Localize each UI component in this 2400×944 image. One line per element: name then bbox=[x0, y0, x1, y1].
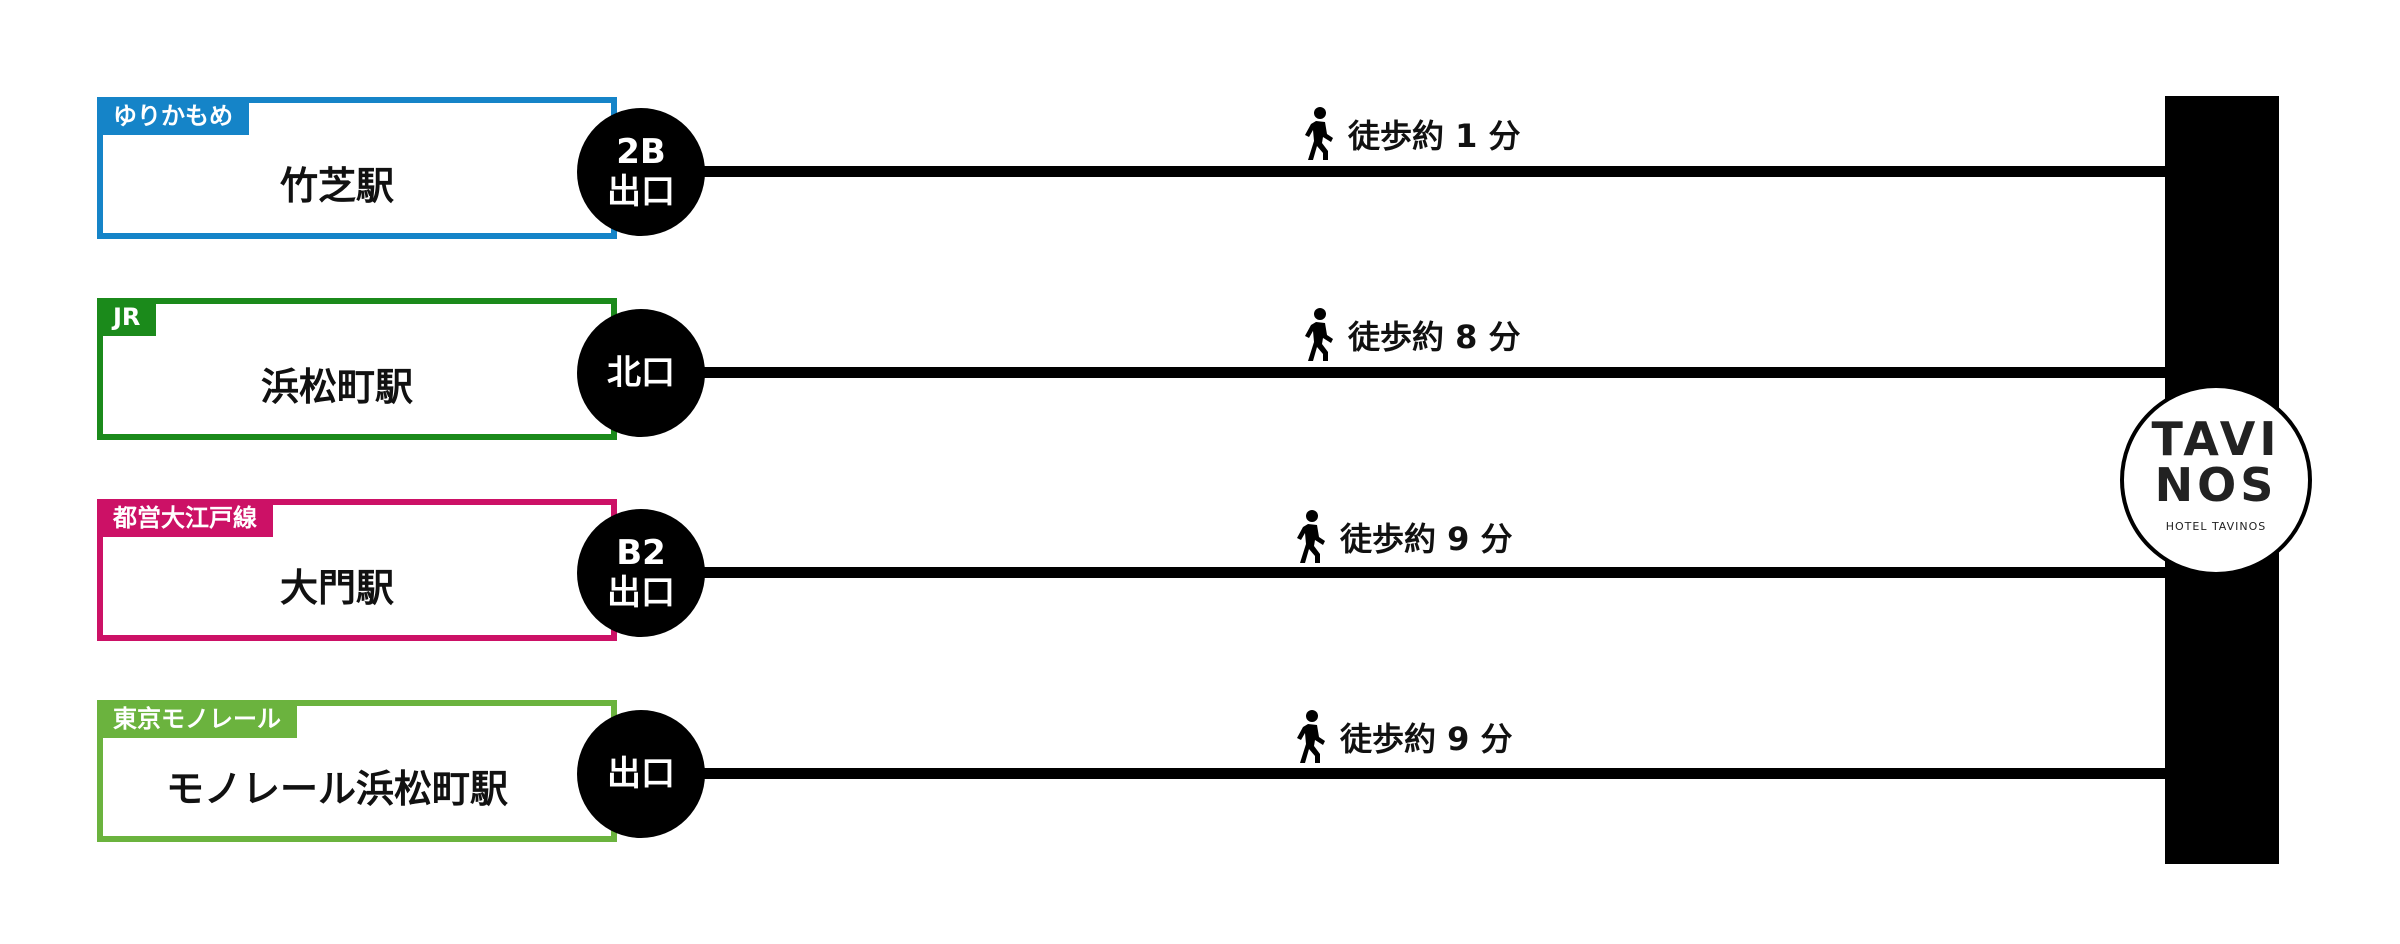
hotel-logo: TAVI NOS HOTEL TAVINOS bbox=[2120, 384, 2312, 576]
hotel-logo-text: TAVI NOS bbox=[2124, 416, 2308, 508]
hotel-logo-subtitle: HOTEL TAVINOS bbox=[2165, 520, 2267, 533]
pedestrian-icon bbox=[1300, 308, 1338, 362]
station-name-2: 浜松町駅 bbox=[260, 365, 413, 409]
walk-time-3: 徒歩約 9 分 bbox=[1340, 520, 1513, 558]
line-tag-2: JR bbox=[97, 298, 157, 336]
walk-label-2: 徒歩約 8 分 bbox=[1300, 308, 1521, 362]
exit-badge-4: 出口 bbox=[577, 710, 705, 838]
exit-badge-1: 2B 出口 bbox=[577, 108, 705, 236]
line-tag-1: ゆりかもめ bbox=[97, 97, 249, 135]
station-name-3: 大門駅 bbox=[279, 566, 394, 610]
line-tag-3: 都営大江戸線 bbox=[97, 499, 273, 537]
walk-label-1: 徒歩約 1 分 bbox=[1300, 107, 1521, 161]
station-name-4: モノレール浜松町駅 bbox=[165, 767, 508, 811]
hotel-logo-line1: TAVI bbox=[2151, 412, 2281, 466]
pedestrian-icon bbox=[1300, 107, 1338, 161]
route-line-2 bbox=[680, 367, 2180, 378]
walk-label-4: 徒歩約 9 分 bbox=[1292, 710, 1513, 764]
station-name-1: 竹芝駅 bbox=[279, 164, 394, 208]
route-line-3 bbox=[680, 567, 2180, 578]
walk-label-3: 徒歩約 9 分 bbox=[1292, 510, 1513, 564]
walk-time-2: 徒歩約 8 分 bbox=[1348, 318, 1521, 356]
exit-badge-3: B2 出口 bbox=[577, 509, 705, 637]
station-box-3: 都営大江戸線 大門駅 bbox=[97, 499, 617, 641]
station-box-2: JR 浜松町駅 bbox=[97, 298, 617, 440]
walk-time-4: 徒歩約 9 分 bbox=[1340, 720, 1513, 758]
walk-time-1: 徒歩約 1 分 bbox=[1348, 117, 1521, 155]
hotel-logo-line2: NOS bbox=[2154, 458, 2278, 512]
route-line-4 bbox=[680, 768, 2180, 779]
route-line-1 bbox=[680, 166, 2180, 177]
line-tag-4: 東京モノレール bbox=[97, 700, 297, 738]
station-box-1: ゆりかもめ 竹芝駅 bbox=[97, 97, 617, 239]
pedestrian-icon bbox=[1292, 510, 1330, 564]
pedestrian-icon bbox=[1292, 710, 1330, 764]
exit-badge-2: 北口 bbox=[577, 309, 705, 437]
station-box-4: 東京モノレール モノレール浜松町駅 bbox=[97, 700, 617, 842]
